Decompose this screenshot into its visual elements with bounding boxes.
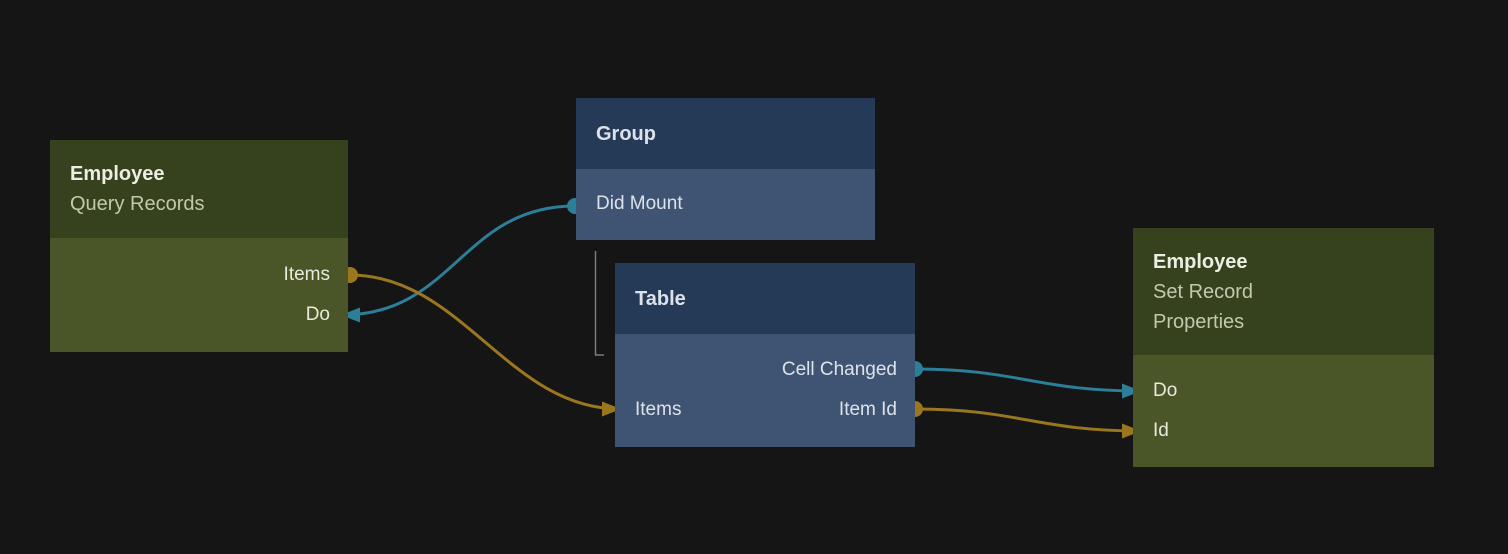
port-label: Cell Changed bbox=[781, 359, 897, 380]
node-port-list: Do Id bbox=[1133, 355, 1434, 467]
port-do-input[interactable]: Do bbox=[50, 295, 348, 335]
group-contains-table-line bbox=[594, 251, 604, 356]
port-label: Do bbox=[1153, 380, 1178, 401]
node-header: Group bbox=[576, 98, 875, 169]
port-did-mount-output[interactable]: Did Mount bbox=[576, 184, 875, 224]
port-label: Did Mount bbox=[596, 193, 683, 214]
node-title: Group bbox=[596, 122, 656, 145]
port-cell-changed-output[interactable]: Cell Changed bbox=[615, 350, 915, 390]
node-header: Employee Set Record Properties bbox=[1133, 228, 1434, 355]
node-port-list: Items Do bbox=[50, 238, 348, 352]
node-title: Employee bbox=[70, 163, 165, 185]
port-label: Do bbox=[305, 304, 330, 325]
node-port-list: Cell Changed Items Item Id bbox=[615, 334, 915, 447]
port-do-input[interactable]: Do bbox=[1133, 371, 1434, 411]
node-group[interactable]: Group Did Mount bbox=[576, 98, 875, 240]
wire-items-to-items[interactable] bbox=[348, 273, 622, 417]
wire-cell-changed-to-do[interactable] bbox=[913, 367, 1142, 399]
node-header: Employee Query Records bbox=[50, 140, 348, 238]
node-title: Employee bbox=[1153, 250, 1248, 273]
wire-item-id-to-id[interactable] bbox=[913, 407, 1142, 439]
port-row-split: Items Item Id bbox=[615, 390, 915, 430]
node-table[interactable]: Table Cell Changed Items Item Id bbox=[615, 263, 915, 447]
port-item-id-output[interactable]: Item Id bbox=[838, 399, 897, 420]
port-label: Id bbox=[1153, 420, 1169, 441]
node-subtitle: Query Records bbox=[70, 193, 205, 215]
node-employee-set-record-properties[interactable]: Employee Set Record Properties Do Id bbox=[1133, 228, 1434, 467]
wire-did-mount-to-do[interactable] bbox=[340, 204, 577, 323]
port-items-input[interactable]: Items bbox=[635, 399, 682, 420]
port-label: Items bbox=[283, 264, 330, 285]
port-id-input[interactable]: Id bbox=[1133, 411, 1434, 451]
node-subtitle: Set Record Properties bbox=[1153, 280, 1254, 333]
node-port-list: Did Mount bbox=[576, 169, 875, 240]
node-employee-query-records[interactable]: Employee Query Records Items Do bbox=[50, 140, 348, 352]
node-title: Table bbox=[635, 287, 686, 310]
node-header: Table bbox=[615, 263, 915, 334]
port-items-output[interactable]: Items bbox=[50, 255, 348, 295]
